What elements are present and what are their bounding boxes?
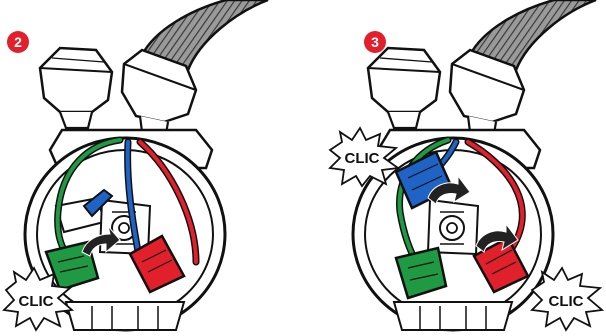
step-badge: 2 bbox=[7, 31, 29, 53]
panel-step-2: 2 CLIC bbox=[4, 0, 268, 330]
step-number: 2 bbox=[14, 34, 22, 50]
clic-label: CLIC bbox=[19, 293, 54, 310]
panel-step-3: 3 CLIC CLIC bbox=[330, 0, 602, 330]
step-badge: 3 bbox=[364, 31, 386, 53]
clic-label: CLIC bbox=[549, 293, 584, 310]
step-number: 3 bbox=[371, 34, 379, 50]
terminal-block bbox=[428, 200, 478, 254]
clic-label: CLIC bbox=[345, 150, 380, 167]
left-cable-gland bbox=[368, 48, 440, 128]
clic-callout: CLIC bbox=[532, 268, 602, 330]
left-cable-gland bbox=[40, 48, 112, 128]
